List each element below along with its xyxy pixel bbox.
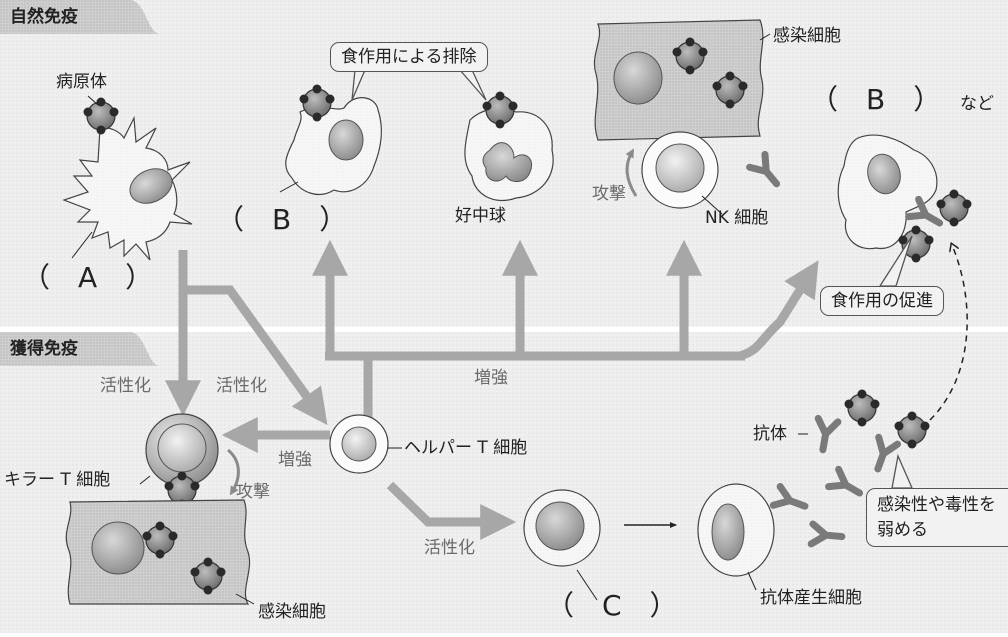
label-infected-bottom: 感染細胞 (258, 602, 326, 622)
infected-cell-top (594, 19, 764, 141)
pathogen-leader (87, 95, 99, 106)
cell-killer-t (145, 413, 219, 487)
label-antibody: 抗体 (753, 424, 787, 444)
label-activate-2: 活性化 (216, 376, 267, 396)
section-acquired: 獲得免疫 (10, 339, 78, 359)
label-plasma-cell: 抗体産生細胞 (760, 588, 862, 608)
label-blank-a: （ A ） (22, 261, 154, 294)
label-blank-b-right: （ B ） (810, 83, 942, 116)
cell-b-macrophage-left (285, 97, 383, 195)
bubble-weaken: 感染性や毒性を弱める (866, 488, 1008, 548)
acquired-tab (0, 332, 160, 366)
label-enhance-main: 増強 (474, 368, 508, 388)
dashed-arrow-antibody-to-b (929, 245, 968, 421)
cell-plasma (697, 483, 775, 577)
label-blank-b-left: （ B ） (216, 203, 348, 236)
section-innate: 自然免疫 (10, 7, 78, 27)
label-pathogen: 病原体 (56, 72, 107, 92)
cell-nk (641, 131, 719, 209)
enhance-network (312, 239, 819, 420)
killer-attack-arrow (226, 448, 240, 496)
cell-neutrophil (464, 107, 554, 202)
arrow-helper-to-c (386, 481, 517, 540)
label-blank-c: （ C ） (546, 589, 678, 622)
label-killer-t: キラー T 細胞 (4, 470, 111, 490)
a-leader (71, 231, 93, 259)
label-infected-top: 感染細胞 (773, 26, 841, 46)
innate-tab (0, 0, 160, 34)
label-activate-1: 活性化 (100, 376, 151, 396)
label-activate-3: 活性化 (424, 538, 475, 558)
label-neutrophil: 好中球 (455, 206, 506, 226)
cell-helper-t (329, 414, 389, 474)
bubble-phagocytosis: 食作用による排除 (330, 42, 488, 73)
arrow-a-to-helper (183, 285, 328, 426)
nk-attack-arrow (625, 148, 638, 197)
label-attack-nk: 攻撃 (592, 184, 626, 204)
label-nk-cell: NK 細胞 (705, 208, 769, 228)
cell-c (523, 489, 601, 567)
label-helper-t: ヘルパー T 細胞 (404, 438, 528, 458)
bubble-promote-phagocytosis: 食作用の促進 (820, 286, 944, 317)
cell-a-dendritic (62, 115, 193, 261)
label-nado: など (960, 94, 994, 114)
label-attack-killer: 攻撃 (236, 482, 270, 502)
label-enhance-killer: 増強 (278, 450, 312, 470)
